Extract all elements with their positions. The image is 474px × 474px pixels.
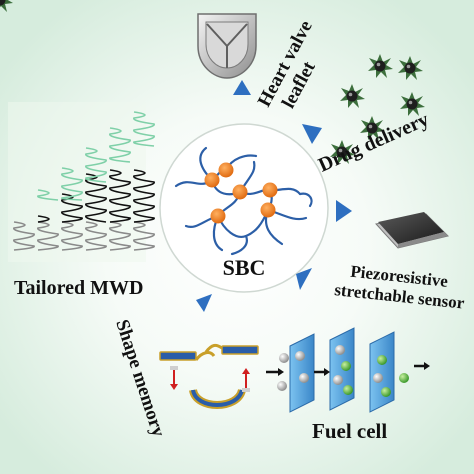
crosslink-node — [232, 184, 248, 200]
polymer-chain — [109, 169, 131, 223]
polymer-chain — [85, 221, 107, 251]
arrow-upper-right — [302, 124, 322, 144]
arrow-lower-left — [196, 294, 212, 312]
arrows — [196, 80, 352, 312]
polymer-chain — [61, 221, 83, 251]
crosslink-node — [260, 202, 276, 218]
arrow-right — [336, 200, 352, 222]
arrow-up — [233, 80, 251, 95]
polymer-chain — [13, 221, 35, 251]
arrow-lower-right — [296, 268, 312, 290]
polymer-chain — [109, 221, 131, 251]
mwd-chains-icon — [8, 102, 155, 262]
polymer-chain — [85, 147, 107, 183]
mwd-label: Tailored MWD — [14, 277, 143, 299]
polymer-chain — [133, 221, 155, 251]
polymer-chain — [37, 221, 59, 251]
polymer-chain — [37, 189, 59, 201]
polymer-chain — [37, 215, 50, 223]
crosslink-node — [218, 162, 234, 178]
polymer-chain — [133, 111, 155, 147]
drug-particle-icon — [0, 0, 13, 12]
polymer-chain — [133, 169, 155, 223]
crosslink-node — [204, 172, 220, 188]
crosslink-node — [210, 208, 226, 224]
crosslink-nodes — [204, 162, 278, 224]
center-panel: SBC — [159, 123, 329, 293]
crosslink-node — [262, 182, 278, 198]
fuel-cell-icon — [266, 327, 430, 413]
center-label: SBC — [223, 255, 266, 280]
polymer-chain — [85, 173, 107, 223]
shape-memory-icon — [159, 343, 259, 409]
sensor-chip-icon — [375, 212, 449, 249]
drug-particles — [0, 0, 425, 164]
polymer-chain — [61, 167, 83, 201]
heart-valve-icon — [197, 13, 257, 79]
polymer-chain — [109, 127, 131, 163]
fuel-cell-label: Fuel cell — [312, 419, 387, 443]
